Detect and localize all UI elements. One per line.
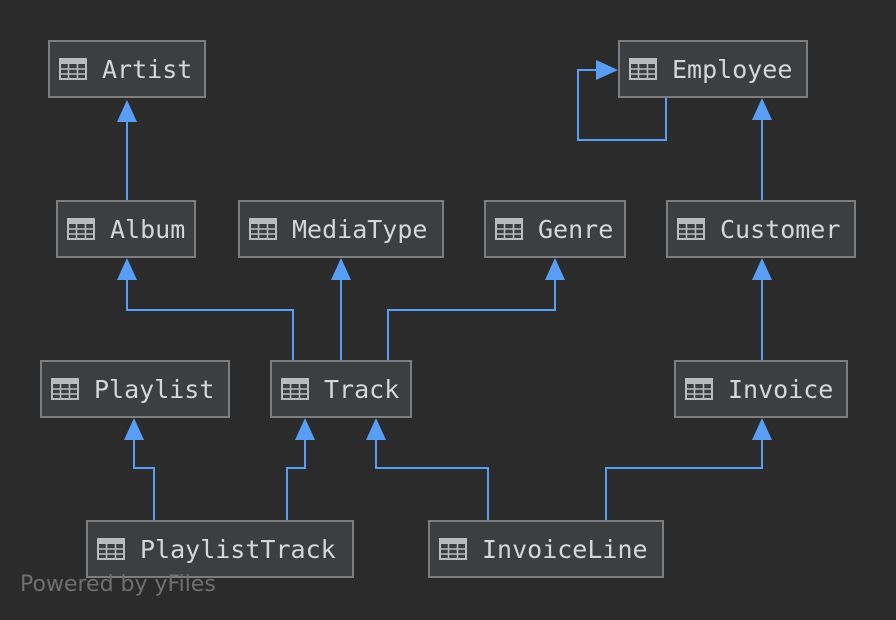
table-name-employee: Employee: [672, 54, 793, 84]
table-node-employee[interactable]: Employee: [618, 40, 808, 98]
arrowhead-icon: [124, 418, 144, 440]
edge-invoiceline-to-track: [366, 418, 489, 520]
table-node-customer[interactable]: Customer: [666, 200, 856, 258]
table-name-genre: Genre: [538, 214, 614, 244]
table-icon: [685, 378, 713, 400]
table-node-playlist[interactable]: Playlist: [40, 360, 230, 418]
table-icon: [629, 58, 657, 80]
table-icon: [97, 538, 125, 560]
arrowhead-icon: [545, 258, 565, 280]
edge-invoice-to-customer: [752, 258, 772, 360]
edge-track-to-album: [117, 258, 294, 360]
powered-by-watermark: Powered by yFiles: [20, 572, 216, 597]
edge-playlisttrack-to-track: [286, 418, 315, 520]
edge-track-to-mediatype: [331, 258, 351, 360]
table-icon: [439, 538, 467, 560]
table-node-artist[interactable]: Artist: [48, 40, 206, 98]
table-name-mediatype: MediaType: [292, 214, 428, 244]
table-node-mediatype[interactable]: MediaType: [238, 200, 444, 258]
edge-line: [375, 440, 489, 520]
table-node-genre[interactable]: Genre: [484, 200, 626, 258]
table-icon: [67, 218, 95, 240]
arrowhead-icon: [117, 258, 137, 280]
edge-line: [133, 440, 155, 520]
table-node-track[interactable]: Track: [270, 360, 412, 418]
table-name-playlist: Playlist: [94, 374, 215, 404]
table-node-invoiceline[interactable]: InvoiceLine: [428, 520, 664, 578]
arrowhead-icon: [752, 418, 772, 440]
edge-line: [126, 280, 294, 360]
table-name-track: Track: [324, 374, 400, 404]
table-icon: [677, 218, 705, 240]
table-name-playlisttrack: PlaylistTrack: [140, 534, 336, 564]
arrowhead-icon: [331, 258, 351, 280]
table-node-album[interactable]: Album: [56, 200, 196, 258]
table-name-artist: Artist: [102, 54, 193, 84]
table-icon: [51, 378, 79, 400]
table-name-invoice: Invoice: [728, 374, 834, 404]
arrowhead-icon: [117, 100, 137, 122]
table-node-playlisttrack[interactable]: PlaylistTrack: [86, 520, 354, 578]
edge-line: [286, 440, 306, 520]
edge-album-to-artist: [117, 100, 137, 200]
arrowhead-icon: [366, 418, 386, 440]
table-name-invoiceline: InvoiceLine: [482, 534, 648, 564]
arrowhead-icon: [295, 418, 315, 440]
edge-track-to-genre: [387, 258, 565, 360]
edge-customer-to-employee: [752, 98, 772, 200]
table-name-album: Album: [110, 214, 186, 244]
edge-employee-to-employee: [577, 60, 667, 141]
table-name-customer: Customer: [720, 214, 841, 244]
table-icon: [495, 218, 523, 240]
arrowhead-icon: [752, 98, 772, 120]
arrowhead-icon: [596, 60, 618, 80]
table-icon: [59, 58, 87, 80]
edge-line: [605, 440, 763, 520]
arrowhead-icon: [752, 258, 772, 280]
table-icon: [281, 378, 309, 400]
table-icon: [249, 218, 277, 240]
table-node-invoice[interactable]: Invoice: [674, 360, 848, 418]
edge-playlisttrack-to-playlist: [124, 418, 155, 520]
edge-line: [577, 69, 667, 141]
edge-invoiceline-to-invoice: [605, 418, 772, 520]
edge-line: [387, 280, 556, 360]
